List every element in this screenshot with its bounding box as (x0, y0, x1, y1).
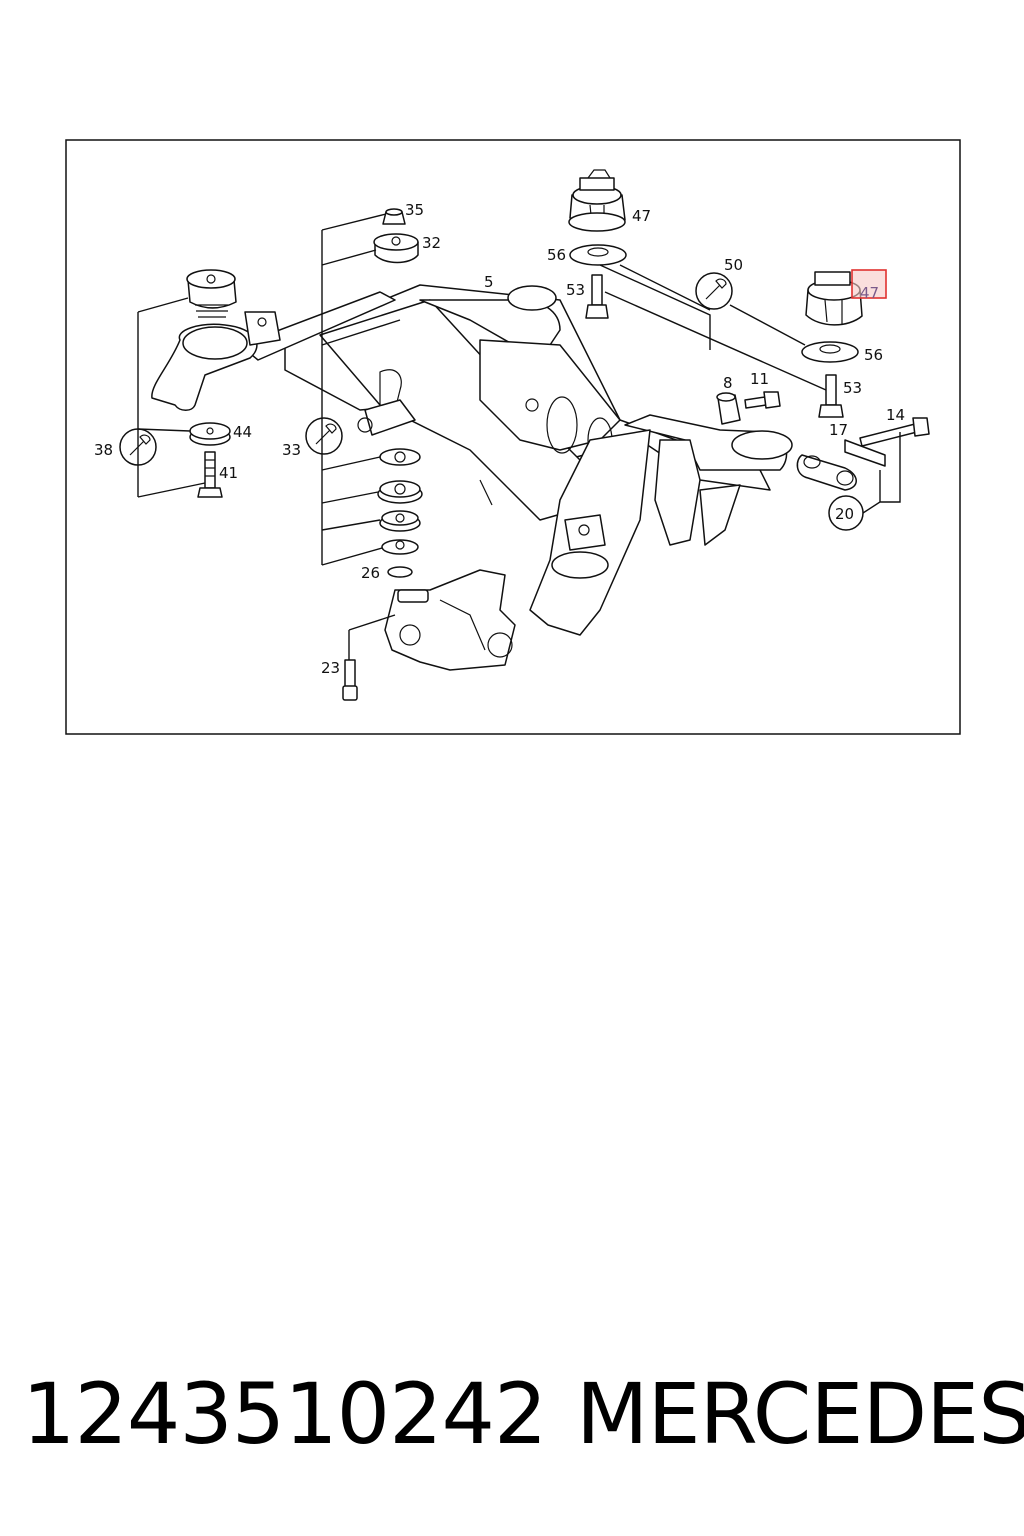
callout-8: 8 (723, 374, 733, 392)
callout-47: 47 (632, 207, 651, 225)
part-41-bolt (197, 451, 223, 498)
part-56-washer-b (801, 341, 859, 363)
callout-56: 56 (547, 246, 566, 264)
part-23-bolt (342, 659, 358, 701)
part-44-bushing (189, 422, 231, 446)
callout-5: 5 (484, 273, 494, 291)
callout-56: 56 (864, 346, 883, 364)
part-53-bolt-a (585, 274, 609, 319)
callout-44: 44 (233, 423, 252, 441)
callout-41: 41 (219, 464, 238, 482)
part-20-link (796, 454, 857, 491)
part-32-mount (373, 233, 419, 264)
differential-housing (384, 569, 516, 671)
rear-axle-subframe (151, 284, 793, 636)
highlight-box[interactable] (851, 269, 887, 299)
callout-50: 50 (724, 256, 743, 274)
part-8-bushing (716, 392, 741, 425)
leader-lines (137, 213, 901, 660)
callout-53: 53 (843, 379, 862, 397)
brand-name: MERCEDES (576, 1365, 1024, 1463)
left-bushing (186, 269, 237, 318)
part-number: 1243510242 (22, 1365, 547, 1463)
part-14-bolt (859, 417, 930, 447)
callout-32: 32 (422, 234, 441, 252)
callout-53: 53 (566, 281, 585, 299)
part-11-bolt (744, 391, 781, 409)
callout-11: 11 (750, 370, 769, 388)
callout-33: 33 (282, 441, 301, 459)
callout-26: 26 (361, 564, 380, 582)
part-47-bushing-a (568, 169, 626, 232)
caption-bar: 1243510242 MERCEDES (0, 1365, 1024, 1465)
part-56-washer-a (569, 244, 627, 266)
part-35-nut (382, 208, 406, 225)
callout-20: 20 (835, 505, 854, 523)
wrench-icon (695, 272, 733, 310)
callout-17: 17 (829, 421, 848, 439)
callout-14: 14 (886, 406, 905, 424)
callout-47-highlighted: 47 (860, 284, 879, 302)
callout-38: 38 (94, 441, 113, 459)
wrench-icon (305, 417, 343, 455)
callout-35: 35 (405, 201, 424, 219)
parts-diagram: 35 32 5 47 56 53 50 47 56 53 8 11 14 17 … (0, 0, 1024, 760)
part-33-washer-stack (377, 448, 423, 578)
part-17-plate (844, 439, 886, 467)
callout-23: 23 (321, 659, 340, 677)
